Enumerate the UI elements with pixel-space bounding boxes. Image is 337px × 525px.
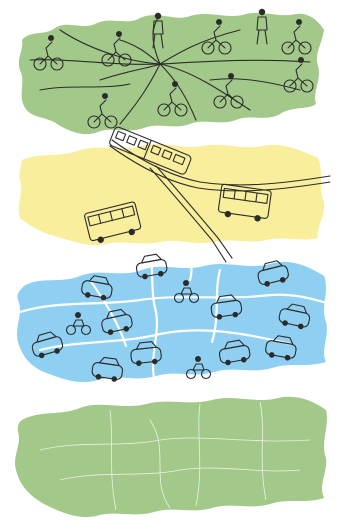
- cycling-paths: [29, 17, 311, 125]
- car: [218, 339, 251, 366]
- car: [81, 275, 113, 301]
- base-region-shape: [15, 396, 327, 518]
- cyclist: [213, 73, 244, 109]
- cyclist: [33, 35, 64, 71]
- cyclist: [87, 93, 118, 129]
- car: [278, 303, 311, 330]
- bus: [217, 183, 272, 222]
- car: [130, 341, 162, 366]
- car: [135, 253, 168, 280]
- motorcycle: [185, 356, 212, 380]
- rail-track: [109, 139, 331, 263]
- motorcycle: [65, 312, 92, 336]
- car: [257, 260, 289, 287]
- car: [101, 308, 133, 335]
- cyclist: [283, 57, 314, 93]
- base-map-layer: [15, 396, 327, 518]
- base-map-boundaries: [39, 401, 311, 511]
- motorcycle: [173, 280, 200, 304]
- cyclist: [201, 19, 232, 55]
- cyclist: [101, 31, 132, 67]
- car-traffic-layer: [17, 246, 332, 383]
- cycling-layer: [18, 8, 324, 135]
- pedestrian: [256, 8, 268, 45]
- tram: [109, 126, 192, 175]
- car: [31, 331, 64, 359]
- public-transit-layer: [18, 126, 331, 263]
- cyclist: [281, 19, 312, 55]
- car: [210, 294, 243, 320]
- cyclist: [157, 81, 188, 117]
- bus: [84, 201, 142, 243]
- car: [265, 335, 297, 361]
- transit-region-shape: [18, 144, 325, 246]
- cycling-region-shape: [18, 12, 324, 135]
- pedestrian: [152, 12, 164, 49]
- car: [91, 356, 124, 382]
